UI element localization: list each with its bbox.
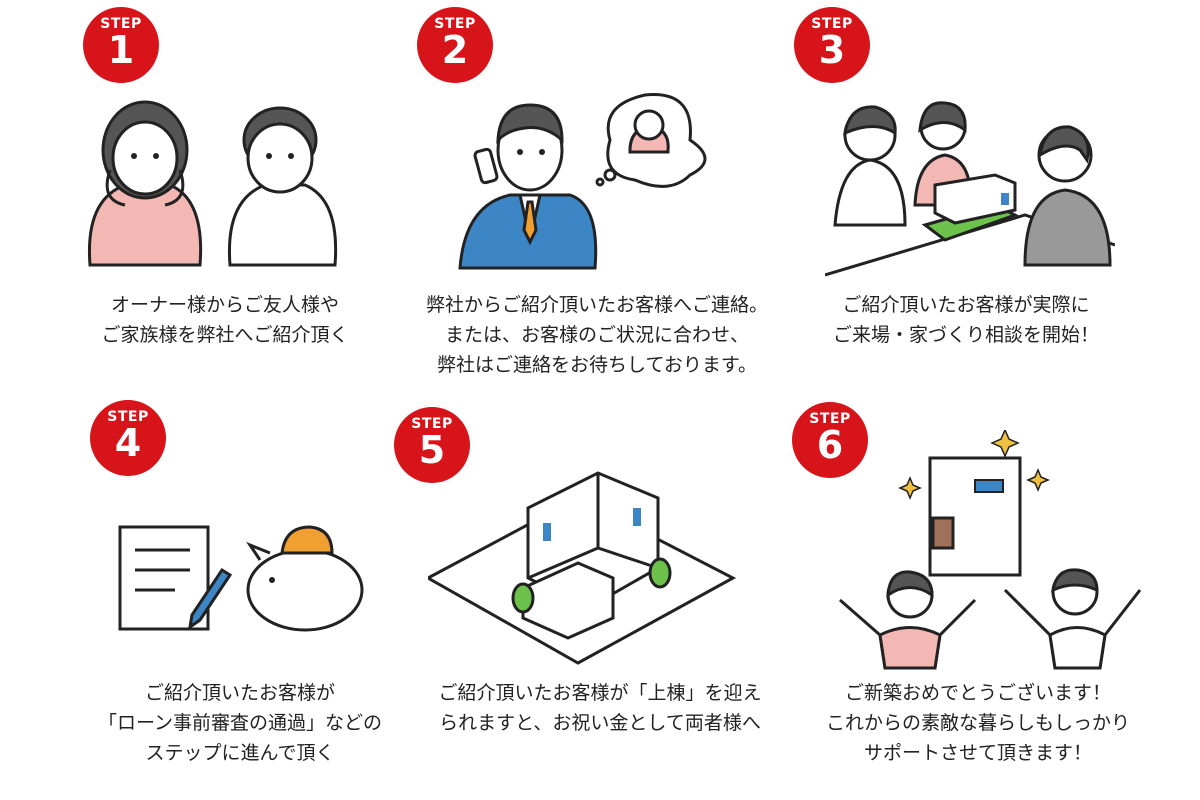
step-number: 2 — [441, 28, 469, 72]
caption-line: 「ローン事前審査の通過」などの — [97, 712, 383, 734]
step-6-caption: ご新築おめでとうございます！ これからの素敵な暮らしもしっかり サポートさせて頂… — [826, 678, 1130, 768]
house-construction-illustration — [428, 471, 737, 665]
man-on-phone-illustration — [458, 93, 707, 270]
consultation-illustration — [825, 101, 1115, 277]
celebration-illustration — [839, 430, 1142, 670]
caption-line: ご紹介頂いたお客様が「上棟」を迎え — [438, 682, 762, 704]
step-3-caption: ご紹介頂いたお客様が実際に ご来場・家づくり相談を開始！ — [833, 290, 1099, 350]
step-5-caption: ご紹介頂いたお客様が「上棟」を迎え られますと、お祝い金として両者様へ — [438, 678, 761, 738]
step-label: STEP — [411, 416, 453, 432]
caption-line: ご紹介頂いたお客様が実際に — [842, 294, 1090, 316]
step-number: 5 — [418, 428, 446, 472]
step-label: STEP — [434, 16, 476, 32]
two-women-illustration — [87, 100, 338, 267]
caption-line: これからの素敵な暮らしもしっかり — [825, 712, 1131, 734]
step-number: 3 — [818, 28, 846, 72]
step-number: 6 — [816, 423, 844, 467]
step-label: STEP — [811, 16, 853, 32]
caption-line: ご来場・家づくり相談を開始！ — [832, 324, 1100, 346]
caption-line: または、お客様のご状況に合わせ、 — [444, 324, 750, 346]
documents-and-piggybank-illustration — [118, 525, 364, 632]
step-label: STEP — [107, 409, 149, 425]
step-label: STEP — [809, 411, 851, 427]
caption-line: 弊社からご紹介頂いたお客様へご連絡。 — [425, 294, 769, 316]
caption-line: 弊社はご連絡をお待ちしております。 — [437, 354, 757, 376]
caption-line: られますと、お祝い金として両者様へ — [439, 712, 761, 734]
step-label: STEP — [100, 16, 142, 32]
step-number: 1 — [107, 28, 135, 72]
caption-line: サポートさせて頂きます！ — [863, 742, 1093, 764]
step-2-caption: 弊社からご紹介頂いたお客様へご連絡。 または、お客様のご状況に合わせ、 弊社はご… — [426, 290, 768, 380]
caption-line: オーナー様からご友人様や — [110, 294, 340, 316]
step-1-caption: オーナー様からご友人様や ご家族様を弊社へご紹介頂く — [101, 290, 348, 350]
step-4-caption: ご紹介頂いたお客様が 「ローン事前審査の通過」などの ステップに進んで頂く — [98, 678, 382, 768]
caption-line: ステップに進んで頂く — [145, 742, 335, 764]
caption-line: ご家族様を弊社へご紹介頂く — [101, 324, 349, 346]
caption-line: ご紹介頂いたお客様が — [144, 682, 335, 704]
caption-line: ご新築おめでとうございます！ — [844, 682, 1112, 704]
step-number: 4 — [114, 421, 142, 465]
